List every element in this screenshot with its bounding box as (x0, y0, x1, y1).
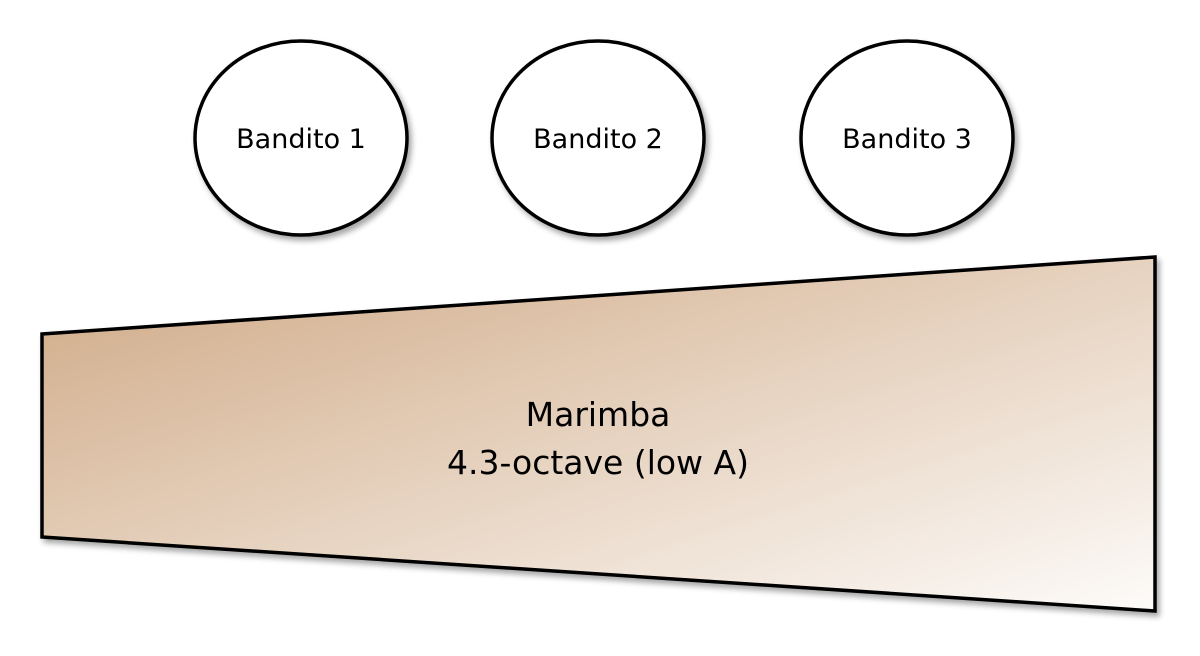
marimba: Marimba 4.3-octave (low A) (40, 255, 1157, 613)
player-2-circle (490, 39, 706, 237)
player-1-label: Bandito 1 (236, 124, 366, 155)
player-3-label: Bandito 3 (842, 124, 972, 155)
marimba-body (40, 255, 1157, 613)
player-2-label: Bandito 2 (533, 124, 663, 155)
player-1-circle (193, 39, 409, 237)
player-2: Bandito 2 (490, 39, 706, 237)
marimba-range: 4.3-octave (low A) (447, 443, 749, 482)
player-1: Bandito 1 (193, 39, 409, 237)
marimba-name: Marimba (526, 395, 671, 434)
player-3-circle (799, 39, 1015, 237)
player-3: Bandito 3 (799, 39, 1015, 237)
